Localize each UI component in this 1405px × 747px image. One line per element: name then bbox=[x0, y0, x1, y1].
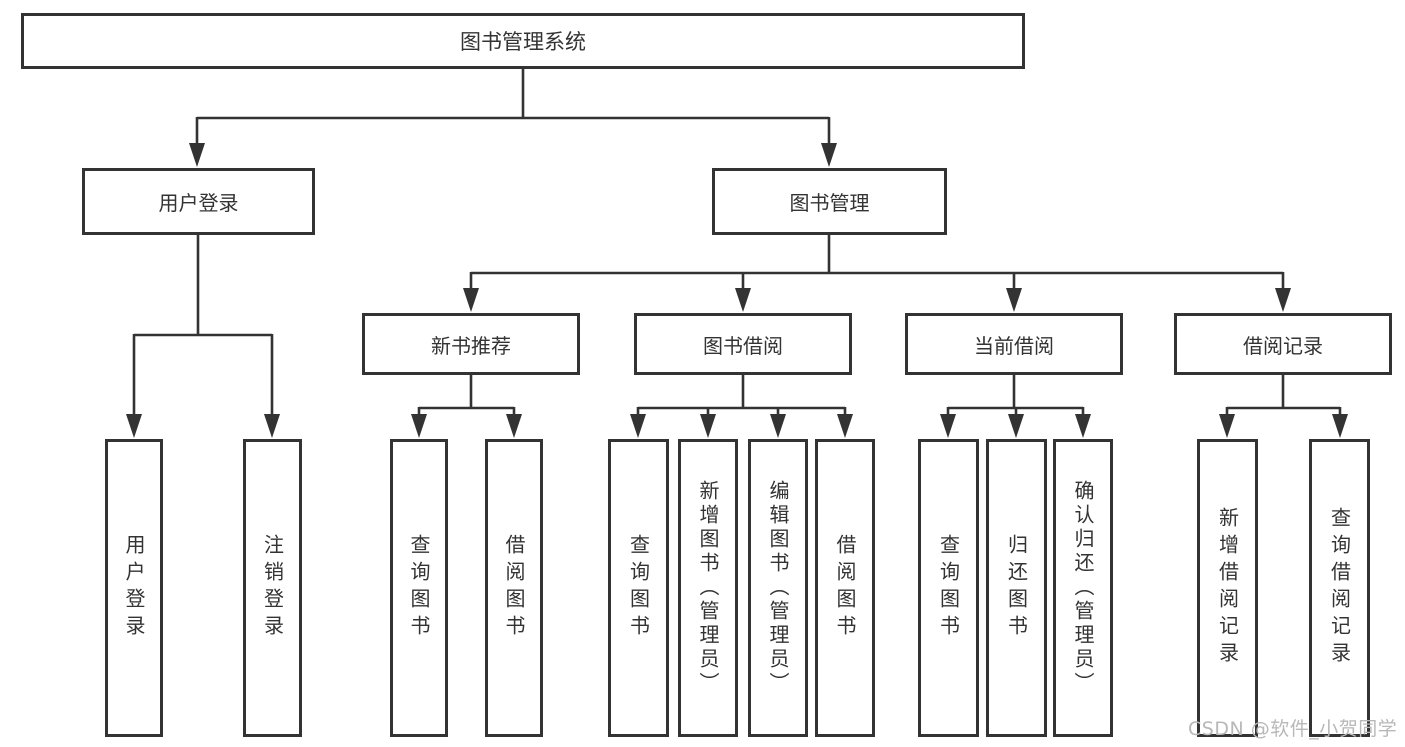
node-new-book-recommendation: 新书推荐 bbox=[362, 313, 580, 375]
leaf-add-books-admin-label: 新增图书（管理员） bbox=[696, 480, 720, 696]
leaf-query-books-borrowing: 查询图书 bbox=[608, 439, 669, 737]
leaf-add-books-admin: 新增图书（管理员） bbox=[678, 439, 738, 737]
csdn-watermark: CSDN @软件_小贺同学 bbox=[1188, 718, 1398, 740]
node-user-login: 用户登录 bbox=[82, 168, 315, 235]
leaf-query-borrow-record-label: 查询借阅记录 bbox=[1327, 507, 1352, 669]
leaf-return-books-label: 归还图书 bbox=[1004, 534, 1029, 642]
node-book-borrowing: 图书借阅 bbox=[634, 313, 852, 375]
leaf-edit-books-admin-label: 编辑图书（管理员） bbox=[766, 480, 790, 696]
leaf-query-books-current: 查询图书 bbox=[918, 439, 979, 737]
leaf-add-borrow-record-label: 新增借阅记录 bbox=[1215, 507, 1240, 669]
leaf-user-login: 用户登录 bbox=[105, 439, 163, 737]
leaf-borrow-books-borrowing-label: 借阅图书 bbox=[833, 534, 857, 642]
leaf-user-login-label: 用户登录 bbox=[122, 534, 146, 642]
node-borrowing-records: 借阅记录 bbox=[1174, 313, 1392, 375]
leaf-query-books-recommend-label: 查询图书 bbox=[407, 534, 431, 642]
leaf-add-borrow-record: 新增借阅记录 bbox=[1197, 439, 1258, 737]
leaf-confirm-return-admin-label: 确认归还（管理员） bbox=[1071, 480, 1095, 696]
leaf-borrow-books-recommend: 借阅图书 bbox=[485, 439, 543, 737]
leaf-query-books-current-label: 查询图书 bbox=[936, 534, 961, 642]
leaf-confirm-return-admin: 确认归还（管理员） bbox=[1053, 439, 1113, 737]
leaf-return-books: 归还图书 bbox=[986, 439, 1047, 737]
leaf-logout-label: 注销登录 bbox=[260, 534, 285, 642]
leaf-query-books-borrowing-label: 查询图书 bbox=[626, 534, 651, 642]
leaf-borrow-books-recommend-label: 借阅图书 bbox=[502, 534, 526, 642]
leaf-query-books-recommend: 查询图书 bbox=[390, 439, 448, 737]
leaf-logout: 注销登录 bbox=[243, 439, 302, 737]
leaf-query-borrow-record: 查询借阅记录 bbox=[1309, 439, 1370, 737]
leaf-edit-books-admin: 编辑图书（管理员） bbox=[748, 439, 808, 737]
leaf-borrow-books-borrowing: 借阅图书 bbox=[815, 439, 875, 737]
node-library-management-system: 图书管理系统 bbox=[21, 13, 1025, 69]
node-book-management: 图书管理 bbox=[712, 168, 947, 235]
node-current-borrowing: 当前借阅 bbox=[905, 313, 1123, 375]
